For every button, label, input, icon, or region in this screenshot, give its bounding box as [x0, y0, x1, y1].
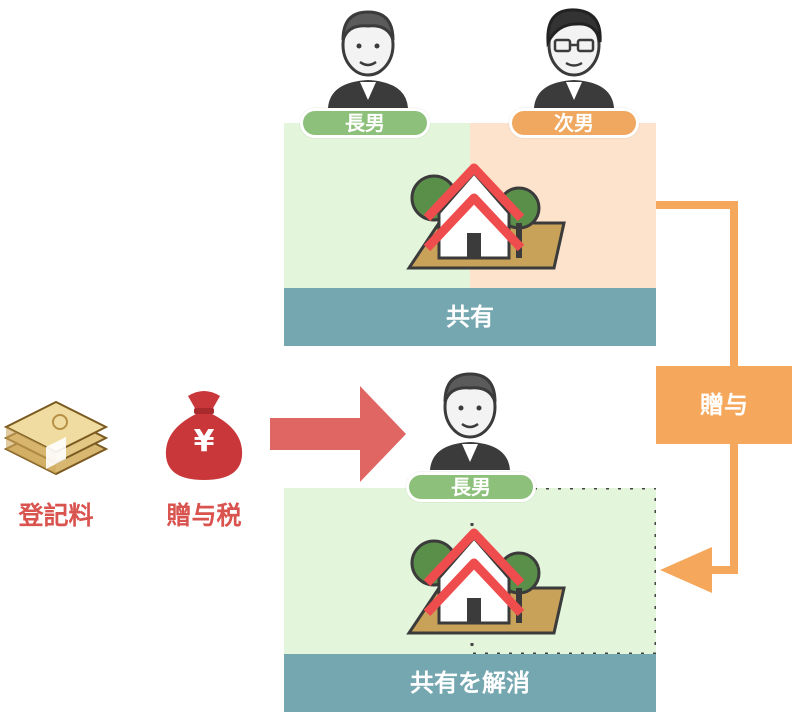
second-son-label: 次男	[509, 108, 639, 138]
house-icon	[406, 528, 566, 635]
top-status-label: 共有	[446, 303, 494, 331]
gift-tax-label: 贈与税	[166, 501, 242, 530]
eldest-son-label: 長男	[300, 108, 430, 138]
red-right-arrow-icon	[270, 386, 406, 482]
bottom-status-bar: 共有を解消	[284, 654, 656, 712]
second-son-avatar-icon	[534, 8, 614, 108]
eldest-son-label: 長男	[406, 472, 536, 502]
top-owned-area	[284, 123, 656, 288]
bottom-status-label: 共有を解消	[410, 669, 530, 697]
gift-label: 贈与	[700, 391, 748, 419]
eldest-son-avatar-icon	[430, 372, 510, 470]
yen-symbol: ¥	[193, 424, 215, 459]
top-status-bar: 共有	[284, 288, 656, 346]
house-icon	[406, 163, 566, 270]
eldest-son-avatar-icon	[328, 10, 408, 108]
gift-label-box	[656, 366, 792, 444]
bottom-owned-area	[284, 488, 656, 654]
money-bag-icon: ¥	[160, 386, 248, 482]
money-bundle-icon	[3, 400, 109, 476]
registration-fee-label: 登記料	[18, 501, 94, 530]
